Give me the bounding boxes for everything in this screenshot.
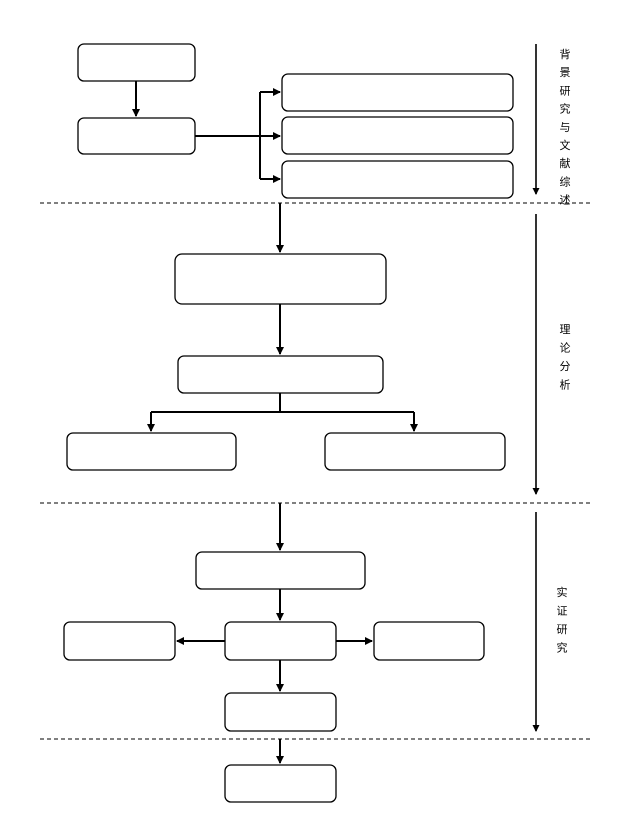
box-th-right xyxy=(324,432,506,471)
stage-label-background: 背景研究与文献综述 xyxy=(560,47,571,207)
box-th-main xyxy=(174,253,387,305)
box-em-right xyxy=(373,621,485,661)
stage-final-group xyxy=(224,739,337,803)
stage-label-empirical: 实证研究 xyxy=(557,585,568,655)
box-bg-right-3 xyxy=(281,160,514,199)
box-bg-top xyxy=(77,43,196,82)
box-em-left xyxy=(63,621,176,661)
stage-empirical-group xyxy=(63,503,485,732)
box-bg-mid xyxy=(77,117,196,155)
stage-theory-group xyxy=(66,203,506,471)
box-em-center xyxy=(224,621,337,661)
box-th-mid xyxy=(177,355,384,394)
box-th-left xyxy=(66,432,237,471)
box-em-top xyxy=(195,551,366,590)
stage-label-theory: 理论分析 xyxy=(560,323,571,392)
stage-background-group xyxy=(77,43,514,199)
box-final xyxy=(224,764,337,803)
box-bg-right-2 xyxy=(281,116,514,155)
box-em-bottom xyxy=(224,692,337,732)
box-bg-right-1 xyxy=(281,73,514,112)
